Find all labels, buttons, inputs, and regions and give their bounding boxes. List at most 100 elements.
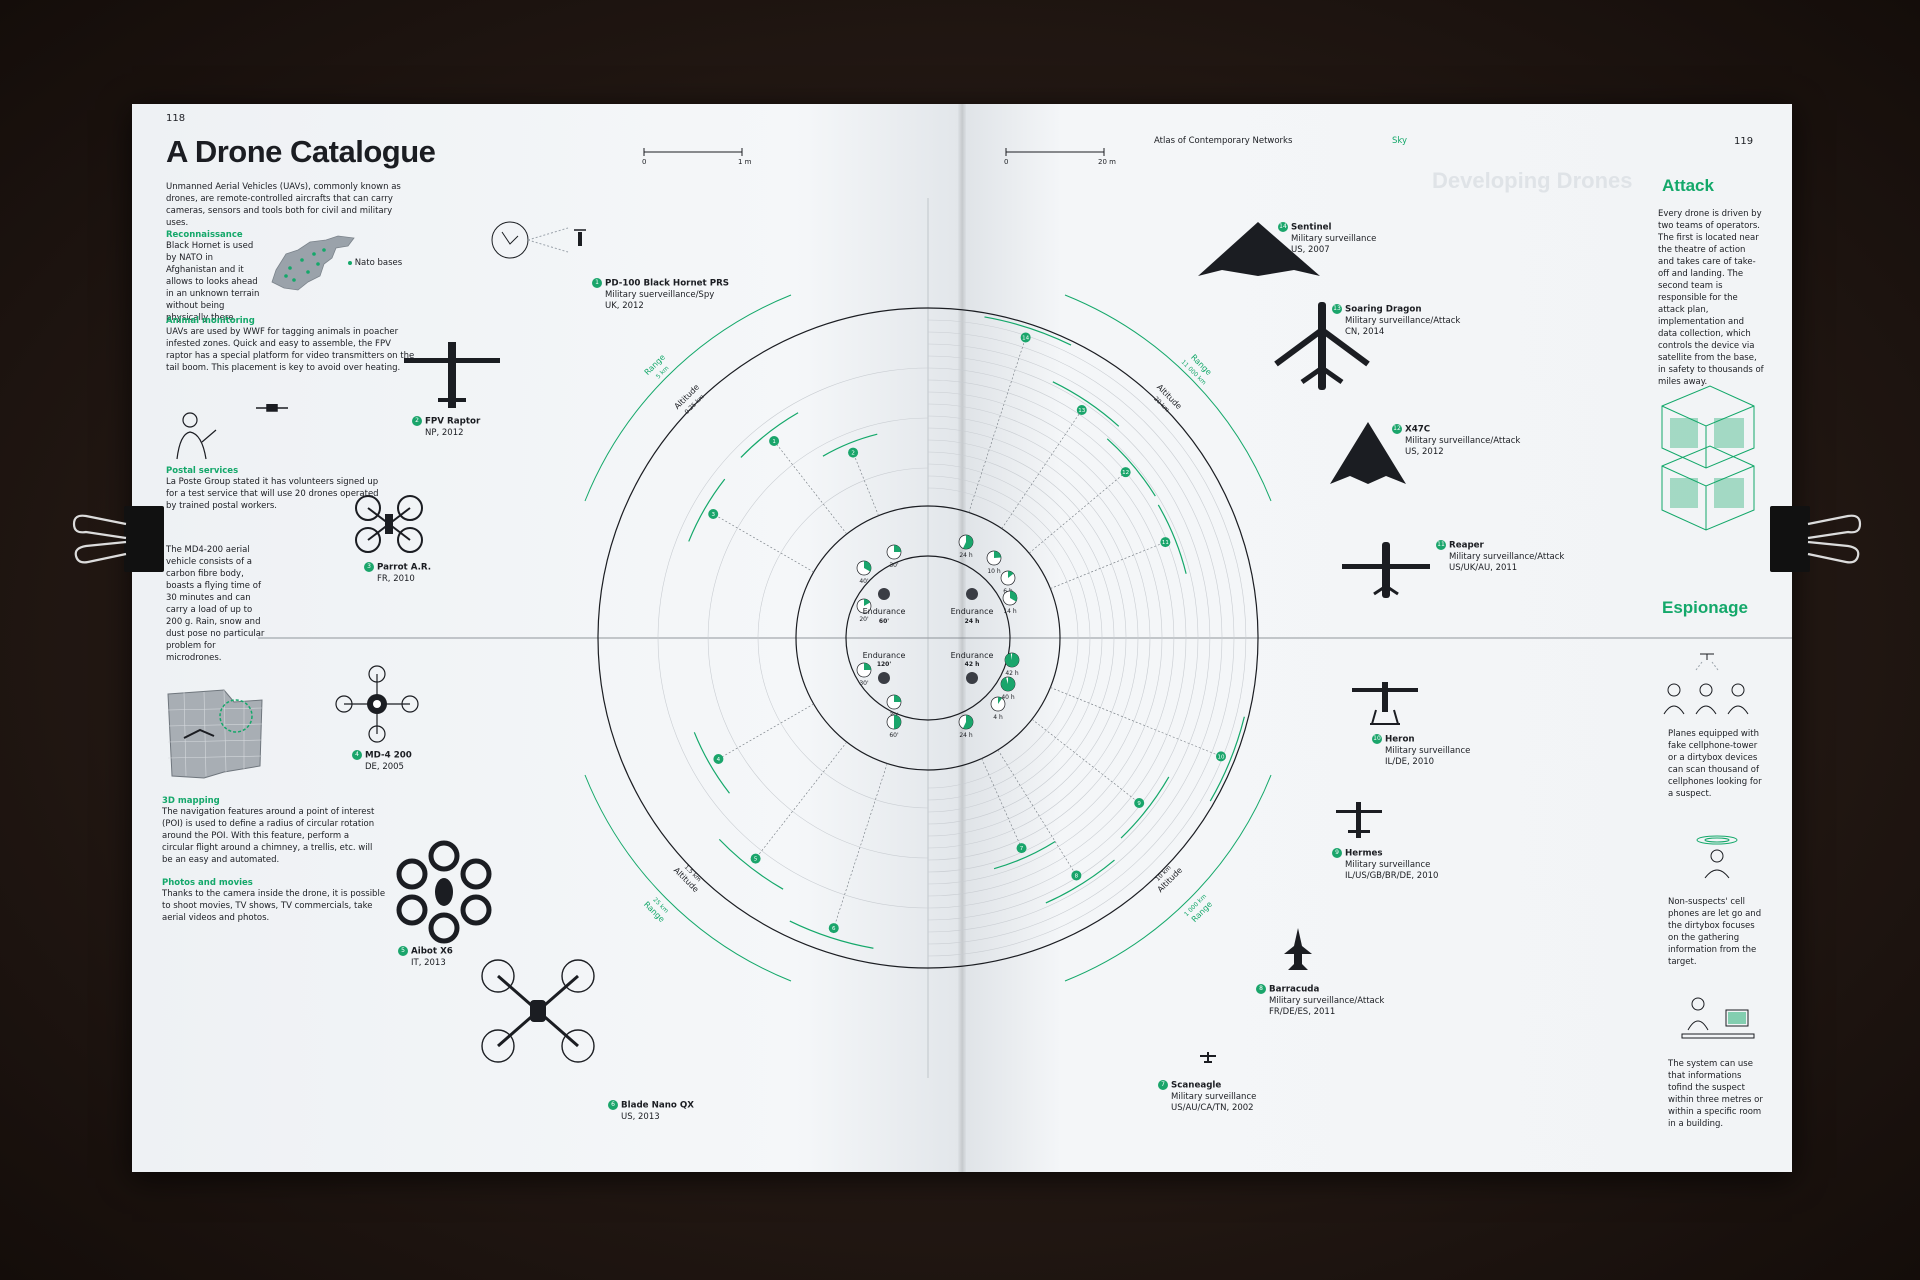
- fpv-raptor-drone-icon: [404, 342, 500, 408]
- section-text: UAVs are used by WWF for tagging animals…: [166, 327, 415, 373]
- svg-text:3: 3: [711, 512, 715, 518]
- range-arc-segment: [1209, 716, 1245, 802]
- drone-spoke: [1001, 409, 1083, 529]
- drone-marker: 7: [1016, 843, 1027, 854]
- section-tag: Sky: [1392, 136, 1408, 146]
- endurance-ring: [845, 555, 1011, 721]
- svg-text:13: 13: [1078, 408, 1085, 414]
- range-arc-segment: [822, 433, 878, 457]
- drone-marker: 14: [1020, 332, 1031, 343]
- heron-drone-icon: [1352, 682, 1418, 725]
- endurance-q2: Endurance 24 h: [951, 588, 994, 625]
- md4-200-drone-icon: [335, 665, 419, 743]
- svg-text:8: 8: [1075, 873, 1079, 879]
- afghanistan-map: [271, 235, 355, 291]
- drone-spoke: [1031, 719, 1140, 804]
- drone-spoke: [1050, 687, 1222, 757]
- legend-dot-icon: [348, 260, 352, 265]
- drone-marker: 11: [1160, 537, 1171, 548]
- endurance-q4: Endurance 42 h: [951, 651, 994, 684]
- section-heading: Postal services: [166, 466, 239, 476]
- range-arc-q3: [584, 774, 792, 982]
- drone-marker: 8: [1071, 870, 1082, 881]
- section-heading: Reconnaissance: [166, 230, 243, 240]
- drone-marker: 10: [1215, 751, 1226, 762]
- parrot-ar-drone-icon: [355, 495, 423, 553]
- drone-spoke: [713, 513, 814, 573]
- map-legend: Nato bases: [348, 258, 402, 269]
- city-map-illustration: [167, 689, 263, 779]
- drone-marker: 6: [828, 923, 839, 934]
- barracuda-drone-icon: [1284, 928, 1312, 970]
- scaneagle-drone-icon: [1200, 1052, 1216, 1063]
- reaper-drone-icon: [1342, 542, 1430, 598]
- range-arc-segment: [1157, 504, 1187, 574]
- endurance-clock: 30': [856, 662, 872, 687]
- grid-ring-right: [927, 463, 1103, 813]
- scale-start: 0: [1004, 158, 1009, 166]
- hermes-drone-icon: [1336, 802, 1382, 838]
- section-text: Thanks to the camera inside the drone, i…: [162, 889, 386, 923]
- scale-start: 0: [642, 158, 647, 166]
- black-hornet-drone-icon: [491, 221, 586, 259]
- inner-ring: [795, 505, 1061, 771]
- svg-text:24 h: 24 h: [959, 552, 973, 559]
- section-3d-mapping: 3D mapping The navigation features aroun…: [162, 796, 377, 866]
- range-arc-q2: [1064, 294, 1272, 502]
- drone-marker: 1: [769, 435, 780, 446]
- ghost-heading: Developing Drones: [1432, 168, 1633, 193]
- range-arc-segment: [718, 838, 784, 890]
- svg-text:Endurance: Endurance: [863, 651, 906, 660]
- espionage-text-2: Non-suspects' cell phones are let go and…: [1668, 897, 1762, 967]
- sentinel-drone-icon: [1198, 222, 1320, 276]
- endurance-clock: 14 h: [1002, 590, 1018, 615]
- grid-ring-right: [927, 475, 1091, 801]
- magazine-spread: 118 A Drone Catalogue Unmanned Aerial Ve…: [72, 104, 1862, 1172]
- section-text: The navigation features around a point o…: [162, 807, 375, 865]
- espionage-heading: Espionage: [1662, 598, 1748, 617]
- drone-spoke: [718, 703, 814, 760]
- range-arc-q1: [584, 294, 792, 502]
- scale-end: 20 m: [1098, 158, 1116, 166]
- drone-marker: 13: [1076, 405, 1087, 416]
- grid-ring-right: [927, 331, 1235, 945]
- section-text: Black Hornet is used by NATO in Afghanis…: [166, 241, 260, 323]
- grid-ring-right: [927, 379, 1187, 897]
- drone-spoke: [1028, 471, 1126, 554]
- svg-text:4 h: 4 h: [993, 714, 1003, 721]
- page-number-left: 118: [166, 113, 186, 124]
- svg-text:30': 30': [889, 562, 899, 569]
- md4-description: The MD4-200 aerial vehicle consists of a…: [166, 545, 265, 663]
- endurance-q1: Endurance 60': [863, 588, 906, 625]
- x47c-drone-icon: [1330, 422, 1406, 484]
- scale-bar-1m: [643, 148, 743, 156]
- grid-ring-right: [927, 415, 1151, 861]
- attack-heading: Attack: [1662, 176, 1714, 195]
- attack-text: Every drone is driven by two teams of op…: [1658, 209, 1764, 387]
- grid-ring-right: [927, 391, 1175, 885]
- soaring-dragon-drone-icon: [1274, 302, 1370, 390]
- operator-desk-illustration: [1681, 997, 1755, 1039]
- svg-text:6: 6: [832, 926, 836, 932]
- range-arc-segment: [984, 316, 1072, 346]
- grid-ring-right: [927, 403, 1163, 873]
- endurance-clock: 60': [886, 714, 902, 739]
- binder-clip-left: [72, 506, 164, 572]
- svg-text:4: 4: [717, 757, 721, 763]
- endurance-clock: 24 h: [958, 534, 974, 559]
- grid-ring-right: [927, 355, 1211, 921]
